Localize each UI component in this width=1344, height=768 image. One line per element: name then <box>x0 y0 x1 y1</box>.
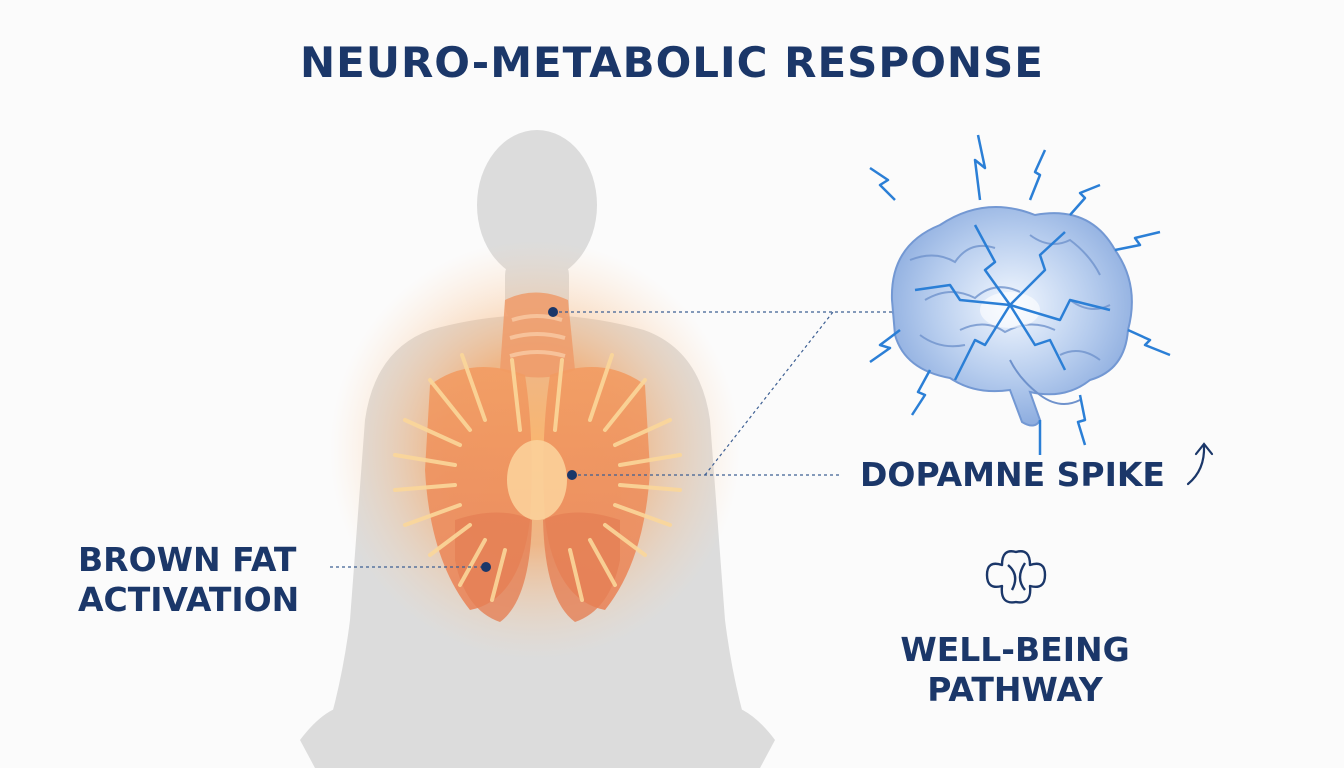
wellbeing-label-line2: PATHWAY <box>927 670 1103 710</box>
brown-fat-label: BROWN FAT ACTIVATION <box>78 540 299 621</box>
lightning-icon <box>869 134 1171 455</box>
wellbeing-label: WELL-BEING PATHWAY <box>895 630 1135 711</box>
chest-marker <box>567 470 577 480</box>
wellbeing-label-line1: WELL-BEING <box>900 630 1130 669</box>
up-arrow-icon <box>1186 442 1214 486</box>
dopamine-label: DOPAMNE SPIKE <box>860 455 1165 494</box>
heat-rays <box>393 353 682 602</box>
connector-lines <box>330 311 893 568</box>
brown-fat-marker <box>481 562 491 572</box>
page-title: NEURO-METABOLIC RESPONSE <box>300 38 1044 87</box>
brown-fat-label-line1: BROWN FAT <box>78 540 297 579</box>
pathway-knot-icon <box>985 550 1047 604</box>
neck-marker <box>548 307 558 317</box>
brain-icon <box>890 206 1133 427</box>
brown-fat-tissue <box>425 367 650 622</box>
brown-fat-label-line2: ACTIVATION <box>78 580 300 620</box>
